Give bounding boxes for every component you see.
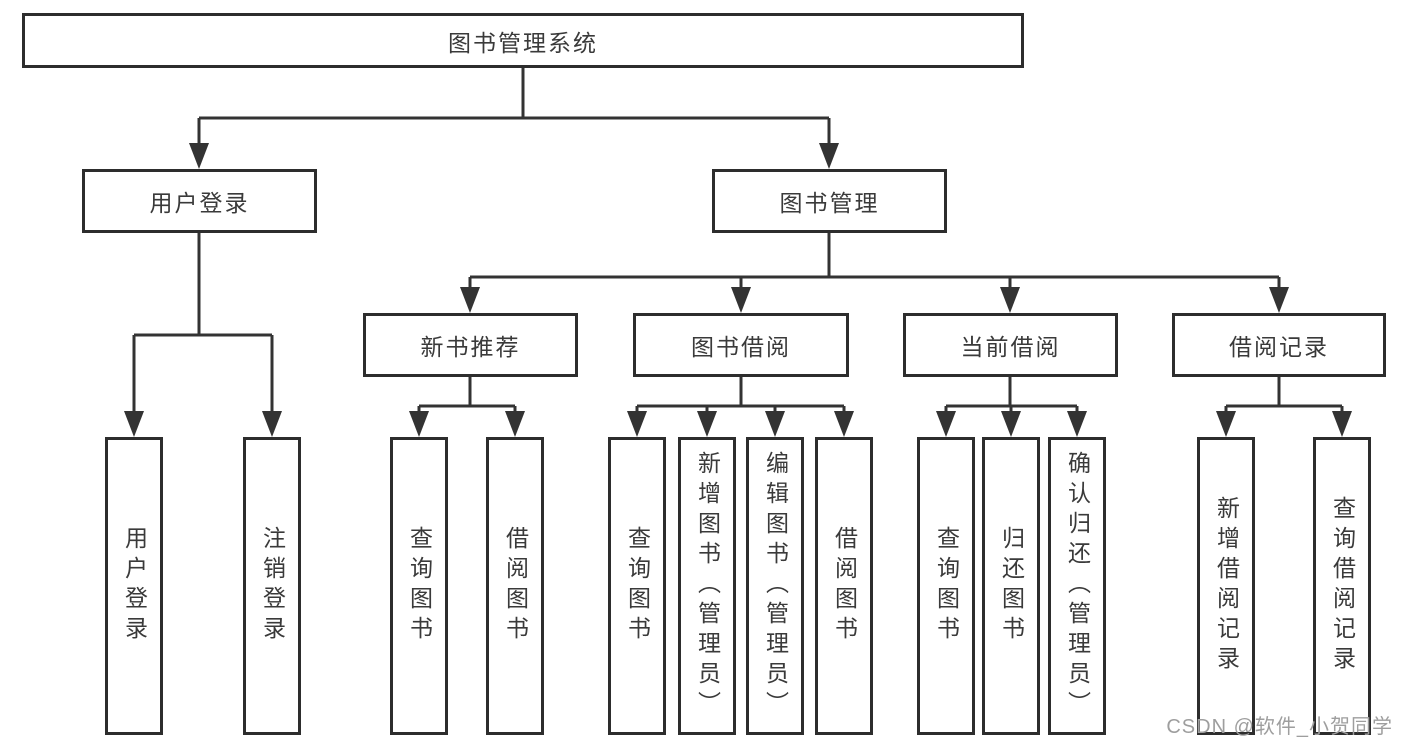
node-new-book-recommend: 新书推荐: [363, 313, 578, 377]
arrowhead-icon: [936, 411, 956, 437]
node-leaf-borrow-add-books: 新增图书（管理员）: [678, 437, 736, 735]
arrowhead-icon: [627, 411, 647, 437]
connector-line: [197, 68, 831, 149]
connector-book-borrow-children: [627, 377, 854, 437]
arrowhead-icon: [1332, 411, 1352, 437]
node-leaf-borrow-borrow-books: 借阅图书: [815, 437, 873, 735]
arrowhead-icon: [731, 287, 751, 313]
arrowhead-icon: [189, 143, 209, 169]
node-book-borrow: 图书借阅: [633, 313, 849, 377]
connector-current-borrow-children: [936, 377, 1087, 437]
node-leaf-records-query: 查询借阅记录: [1313, 437, 1371, 735]
connector-user-login-children: [124, 233, 282, 437]
node-user-login: 用户登录: [82, 169, 317, 233]
arrowhead-icon: [409, 411, 429, 437]
node-leaf-user-login: 用户登录: [105, 437, 163, 735]
connector-line: [468, 233, 1281, 293]
arrowhead-icon: [1001, 411, 1021, 437]
arrowhead-icon: [697, 411, 717, 437]
arrowhead-icon: [460, 287, 480, 313]
node-leaf-recommend-query-books: 查询图书: [390, 437, 448, 735]
node-leaf-borrow-query-books: 查询图书: [608, 437, 666, 735]
node-leaf-recommend-borrow-books: 借阅图书: [486, 437, 544, 735]
node-leaf-borrow-edit-books: 编辑图书（管理员）: [746, 437, 804, 735]
connector-root-to-level2: [189, 68, 839, 169]
arrowhead-icon: [834, 411, 854, 437]
connector-book-management-children: [460, 233, 1289, 313]
arrowhead-icon: [1269, 287, 1289, 313]
node-leaf-records-add: 新增借阅记录: [1197, 437, 1255, 735]
connector-new-book-recommend-children: [409, 377, 525, 437]
node-leaf-logout: 注销登录: [243, 437, 301, 735]
connector-line: [635, 377, 846, 417]
arrowhead-icon: [262, 411, 282, 437]
connector-line: [132, 233, 274, 417]
arrowhead-icon: [819, 143, 839, 169]
arrowhead-icon: [765, 411, 785, 437]
node-borrow-records: 借阅记录: [1172, 313, 1386, 377]
node-root: 图书管理系统: [22, 13, 1024, 68]
node-leaf-current-return-books: 归还图书: [982, 437, 1040, 735]
arrowhead-icon: [124, 411, 144, 437]
csdn-watermark: CSDN @软件_小贺同学: [1166, 716, 1393, 738]
arrowhead-icon: [1216, 411, 1236, 437]
arrowhead-icon: [1000, 287, 1020, 313]
arrowhead-icon: [505, 411, 525, 437]
node-book-management: 图书管理: [712, 169, 947, 233]
arrowhead-icon: [1067, 411, 1087, 437]
connector-borrow-records-children: [1216, 377, 1352, 437]
node-leaf-current-confirm-return: 确认归还（管理员）: [1048, 437, 1106, 735]
connector-line: [1224, 377, 1344, 417]
node-leaf-current-query-books: 查询图书: [917, 437, 975, 735]
connector-line: [417, 377, 517, 417]
node-current-borrow: 当前借阅: [903, 313, 1118, 377]
